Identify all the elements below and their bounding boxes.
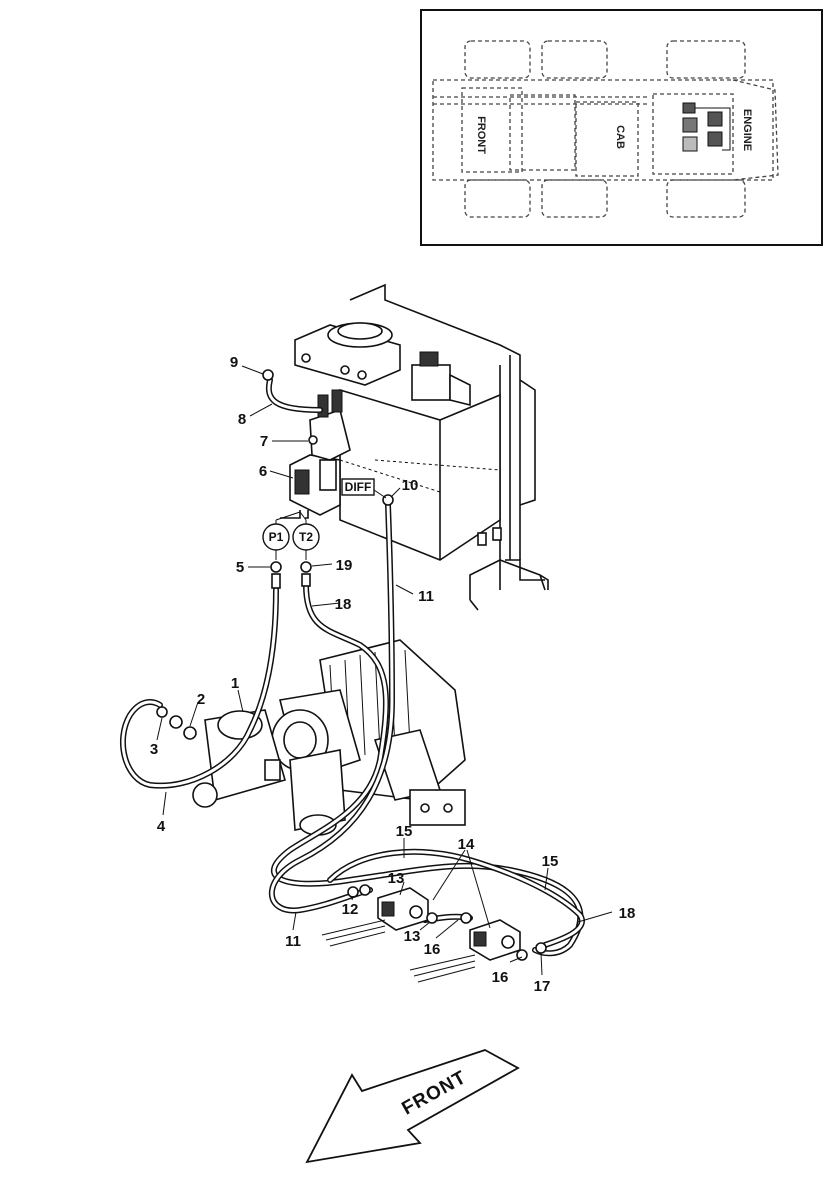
cab-outline <box>575 101 639 177</box>
solenoid-valves <box>321 884 547 983</box>
inset-component <box>707 131 723 147</box>
callout-18-upper: 18 <box>335 596 352 613</box>
fitting-12 <box>347 886 359 898</box>
port-diff-label: DIFF <box>345 480 372 494</box>
inset-component <box>682 117 698 133</box>
fitting-19 <box>300 561 312 573</box>
fitting-17 <box>535 942 547 954</box>
front-arrow-shape <box>305 1049 520 1164</box>
hoses <box>119 377 585 957</box>
hydraulic-tank <box>294 283 549 611</box>
callout-10: 10 <box>402 477 419 494</box>
port-t2-circle <box>292 523 320 551</box>
callout-18-lower: 18 <box>619 905 636 922</box>
fitting-3 <box>156 706 168 718</box>
callout-14: 14 <box>458 836 475 853</box>
tank-body <box>339 388 501 561</box>
inset-component <box>707 111 723 127</box>
callout-4: 4 <box>157 818 166 835</box>
front-body <box>461 87 523 173</box>
callout-6: 6 <box>259 463 267 480</box>
port-diff-box <box>341 478 375 496</box>
wheel-rear-left <box>666 40 746 79</box>
wheel-mid-left <box>541 40 608 79</box>
callout-15-right: 15 <box>542 853 559 870</box>
mount-plate <box>409 789 466 826</box>
wheel-front-right <box>464 179 531 218</box>
hose-8 <box>265 377 323 413</box>
callout-13-lower: 13 <box>404 928 421 945</box>
callout-16-right: 16 <box>492 969 509 986</box>
callout-15-left: 15 <box>396 823 413 840</box>
fitting-13 <box>426 912 438 924</box>
callout-1: 1 <box>231 675 239 692</box>
callout-5: 5 <box>236 559 244 576</box>
callout-11-lower: 11 <box>285 933 301 950</box>
location-inset: FRONT CAB ENGINE <box>420 9 823 246</box>
callout-9: 9 <box>230 354 238 371</box>
callout-12: 12 <box>342 901 359 918</box>
fitting-9 <box>262 369 274 381</box>
pump-assembly <box>192 639 466 836</box>
wheel-rear-right <box>666 179 746 218</box>
inset-component <box>682 102 696 114</box>
chassis-outline <box>432 79 774 181</box>
inset-frame <box>420 9 823 246</box>
valve-block <box>280 389 351 519</box>
inset-front-label: FRONT <box>475 116 487 154</box>
port-p1-label: P1 <box>269 530 284 544</box>
port-p1-circle <box>262 523 290 551</box>
fitting-2 <box>183 726 197 740</box>
port-t2-label: T2 <box>299 530 313 544</box>
inset-engine-label: ENGINE <box>741 109 753 151</box>
fitting-7 <box>308 435 318 445</box>
callout-19: 19 <box>336 557 353 574</box>
callout-16-left: 16 <box>424 941 441 958</box>
wheel-mid-right <box>541 179 608 218</box>
callout-11-upper: 11 <box>418 588 434 605</box>
wheel-front-left <box>464 40 531 79</box>
breather-filter <box>411 364 451 401</box>
callouts: 1 2 3 4 5 6 7 8 9 10 11 11 12 13 13 14 1… <box>150 354 636 995</box>
fitting-5 <box>270 561 282 573</box>
inset-component <box>682 136 698 152</box>
inset-cab-label: CAB <box>614 125 626 149</box>
callout-7: 7 <box>260 433 268 450</box>
callout-8: 8 <box>238 411 246 428</box>
engine-bay <box>652 93 734 175</box>
callout-2: 2 <box>197 691 205 708</box>
callout-17: 17 <box>534 978 551 995</box>
rear-hood <box>732 79 779 181</box>
callout-3: 3 <box>150 741 158 758</box>
callout-13-upper: 13 <box>388 870 405 887</box>
tank-frame <box>349 283 521 560</box>
front-direction-arrow: FRONT <box>305 1049 520 1164</box>
port-tags: P1 T2 DIFF <box>262 478 387 560</box>
tank-feet <box>469 559 549 611</box>
